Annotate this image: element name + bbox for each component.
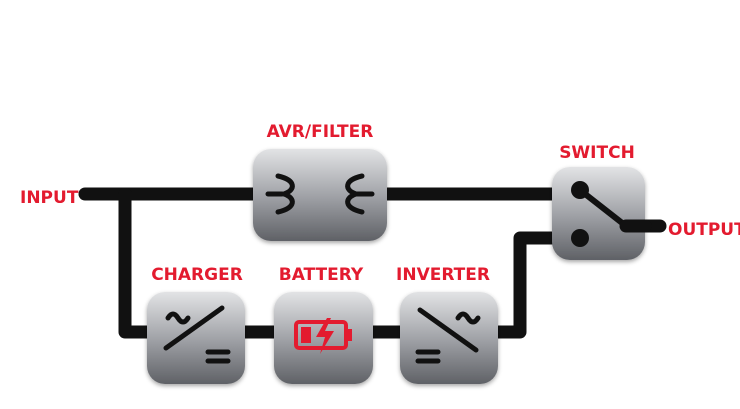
- ac-to-dc-icon: [163, 305, 231, 364]
- battery-block: [274, 292, 373, 384]
- battery-charging-icon: [294, 318, 352, 354]
- inverter-block: [400, 292, 498, 384]
- filter-coil-icon: [265, 173, 375, 215]
- switch-block: [552, 167, 652, 260]
- transfer-switch-icon: [571, 181, 652, 247]
- dc-to-ac-icon: [415, 307, 481, 364]
- battery-label: BATTERY: [279, 265, 364, 285]
- inverter-to-switch-line: [483, 231, 585, 339]
- avr-filter-label: AVR/FILTER: [267, 122, 374, 142]
- output-label: OUTPUT: [668, 220, 740, 240]
- avr-filter-block: [253, 149, 387, 241]
- inverter-label: INVERTER: [396, 265, 490, 285]
- switch-label: SWITCH: [559, 143, 635, 163]
- charger-block: [147, 292, 245, 384]
- input-label: INPUT: [20, 188, 79, 208]
- charger-label: CHARGER: [151, 265, 243, 285]
- wiring: [78, 187, 667, 339]
